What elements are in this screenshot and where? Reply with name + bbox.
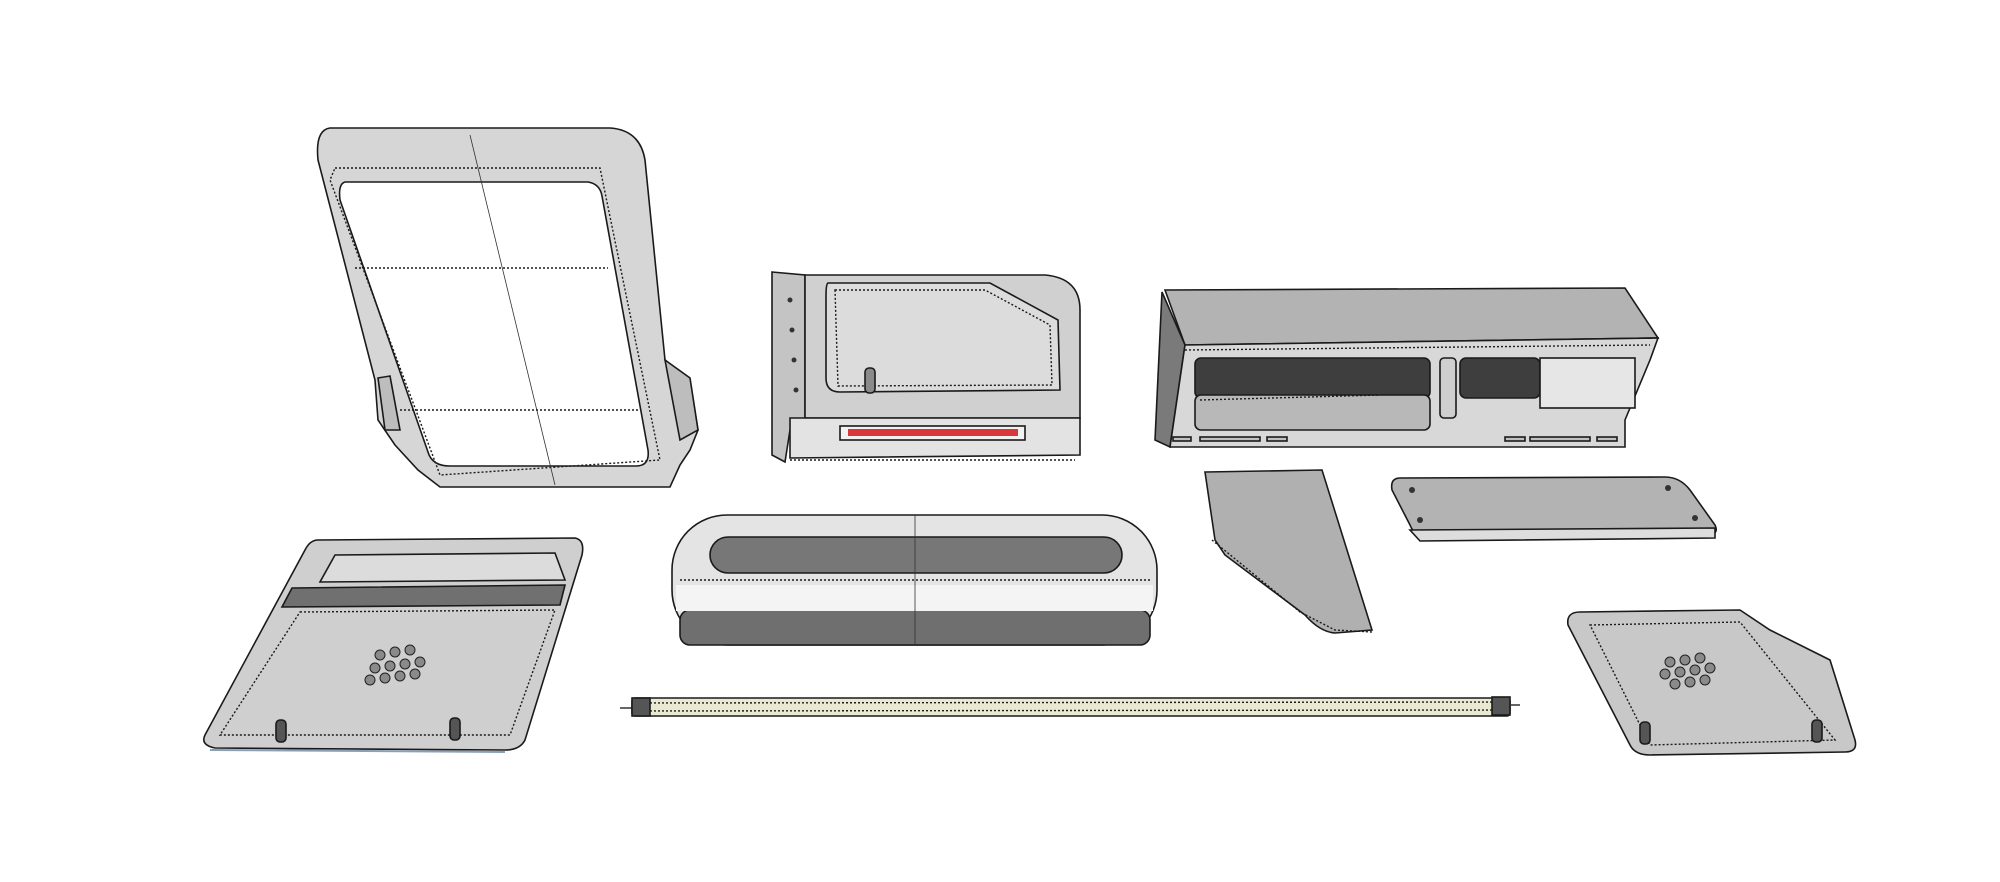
tall-frame — [316, 127, 699, 488]
flat-plate — [1390, 476, 1718, 542]
long-housing — [1154, 287, 1660, 449]
side-panel-box — [771, 271, 1081, 464]
right-tray — [1566, 609, 1857, 756]
angled-plate — [1204, 469, 1374, 634]
oval-tub — [671, 514, 1158, 646]
left-tray — [202, 537, 584, 753]
threaded-rod — [620, 696, 1520, 717]
